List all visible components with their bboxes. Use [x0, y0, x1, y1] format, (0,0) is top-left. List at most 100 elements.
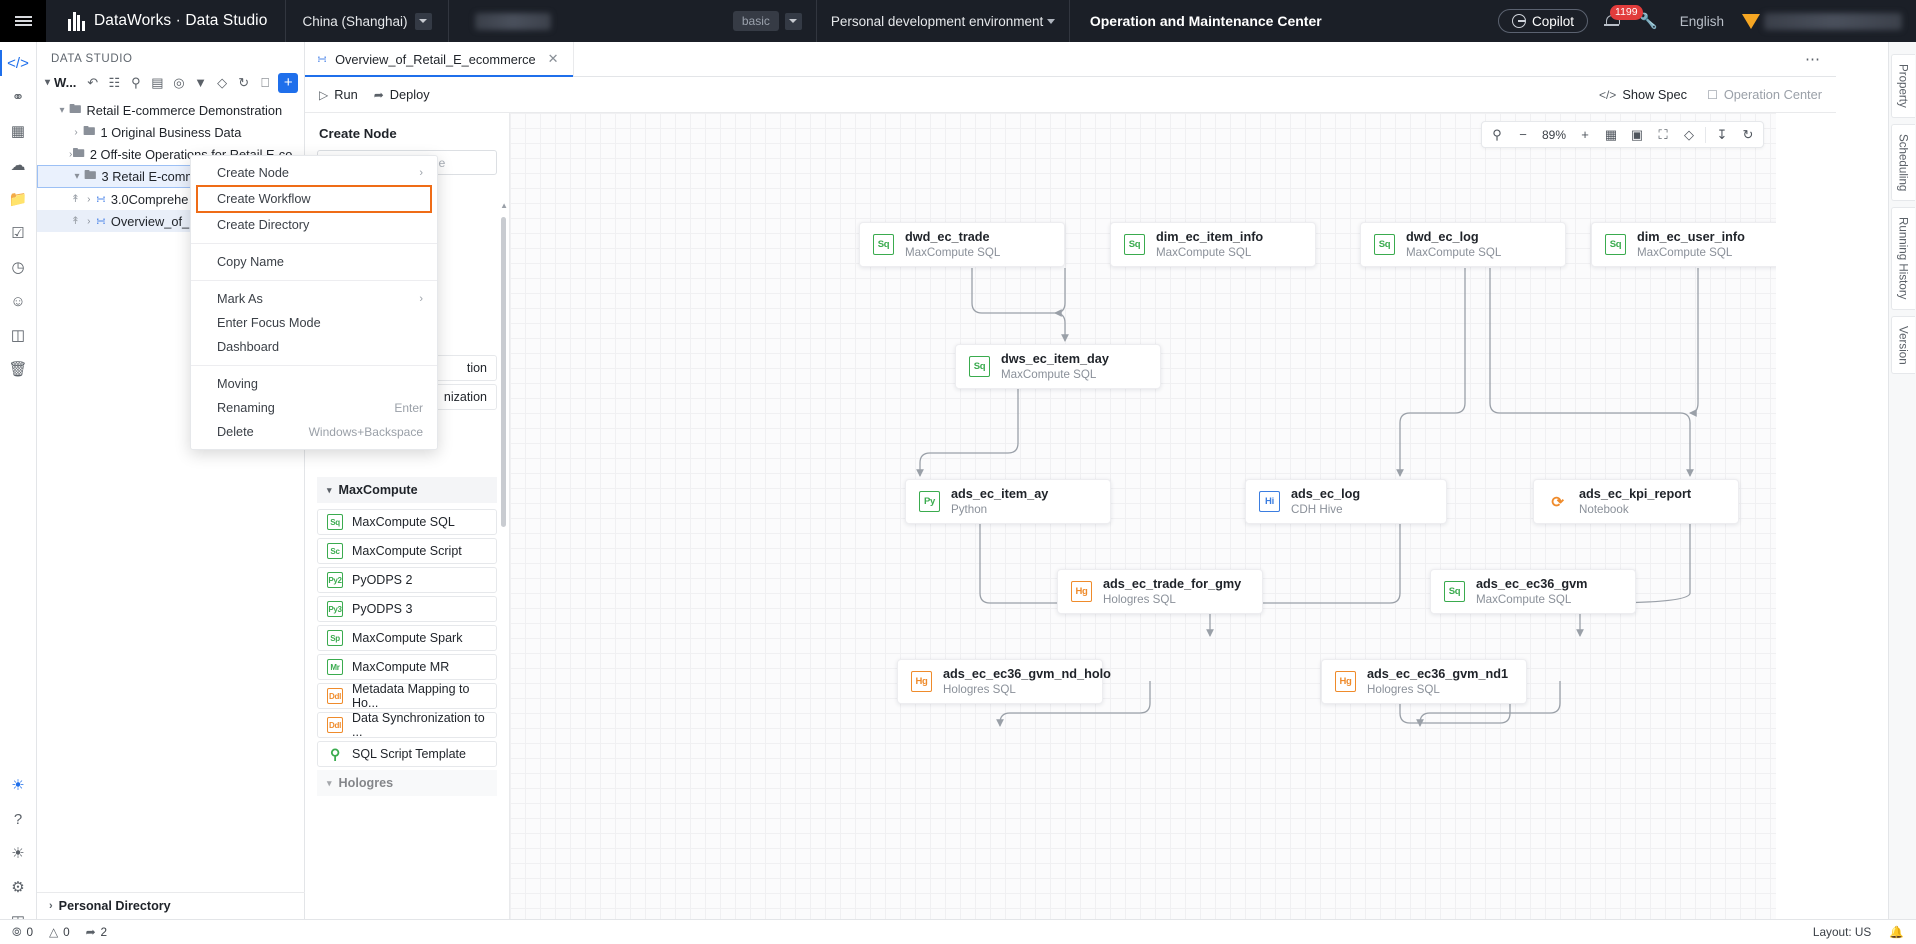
rail-table-icon[interactable]: ▦: [10, 123, 26, 140]
node-group-maxcompute[interactable]: ▾ MaxCompute: [317, 477, 497, 503]
node-type-sql-script-template[interactable]: ⚲ SQL Script Template: [317, 741, 497, 767]
workspace-selector[interactable]: ▾ W...: [45, 75, 77, 90]
tab-overview-retail-ecommerce[interactable]: ∺ Overview_of_Retail_E_ecommerce ✕: [305, 42, 574, 77]
auto-layout-icon[interactable]: ◇: [1684, 126, 1694, 142]
refresh-icon[interactable]: ↻: [1742, 126, 1754, 142]
show-spec-button[interactable]: </> Show Spec: [1599, 87, 1687, 102]
menu-item-copy-name[interactable]: Copy Name: [191, 250, 437, 274]
node-type-maxcompute-script[interactable]: Sc MaxCompute Script: [317, 538, 497, 564]
locate-icon[interactable]: ◎: [173, 74, 185, 90]
actual-size-icon[interactable]: ▦: [1604, 126, 1618, 142]
node-type-data-synchronization[interactable]: Ddl Data Synchronization to ...: [317, 711, 497, 739]
run-button[interactable]: ▷ Run: [319, 87, 358, 102]
tab-version[interactable]: Version: [1890, 315, 1915, 375]
fit-screen-icon[interactable]: ⛶: [1658, 126, 1668, 142]
deploy-count[interactable]: ➦ 2: [86, 925, 107, 939]
menu-item-dashboard[interactable]: Dashboard: [191, 335, 437, 359]
rail-trash-icon[interactable]: 🗑: [8, 361, 28, 378]
menu-item-create-node[interactable]: Create Node ›: [191, 161, 437, 185]
checklist-icon[interactable]: ☷: [108, 74, 121, 90]
environment-selector[interactable]: Personal development environment: [817, 0, 1069, 42]
rail-settings-icon[interactable]: ⚙: [11, 879, 25, 896]
canvas-node-dwd-ec-trade[interactable]: Sq dwd_ec_trade MaxCompute SQL: [859, 222, 1065, 267]
chevron-right-icon[interactable]: ›: [87, 215, 91, 227]
deploy-button[interactable]: ➦ Deploy: [374, 87, 430, 102]
avatar[interactable]: [1742, 13, 1760, 29]
canvas-node-ads-ec-kpi-report[interactable]: ⟳ ads_ec_kpi_report Notebook: [1533, 479, 1739, 524]
canvas-node-ads-ec-item-ay[interactable]: Py ads_ec_item_ay Python: [905, 479, 1111, 524]
tab-scheduling[interactable]: Scheduling: [1890, 123, 1915, 202]
menu-item-mark-as[interactable]: Mark As ›: [191, 287, 437, 311]
chevron-right-icon[interactable]: ›: [74, 126, 78, 138]
menu-item-create-workflow[interactable]: Create Workflow: [196, 185, 432, 213]
warning-count[interactable]: △ 0: [49, 925, 70, 939]
workflow-canvas[interactable]: ⚲ − 89% + ▦ ▣ ⛶ ◇ ↧ ↻: [510, 113, 1776, 944]
personal-directory-section[interactable]: › Personal Directory: [37, 892, 305, 919]
node-type-maxcompute-sql[interactable]: Sq MaxCompute SQL: [317, 509, 497, 535]
refresh-icon[interactable]: ↻: [238, 74, 250, 90]
rail-cloud-icon[interactable]: ☁: [10, 157, 26, 174]
undo-icon[interactable]: ↶: [87, 74, 99, 90]
canvas-node-dwd-ec-log[interactable]: Sq dwd_ec_log MaxCompute SQL: [1360, 222, 1566, 267]
node-group-hologres[interactable]: ▾ Hologres: [317, 770, 497, 796]
collapse-all-icon[interactable]: ⎕: [261, 74, 270, 90]
tag-icon[interactable]: ◇: [217, 74, 228, 90]
operation-center-button[interactable]: ☐ Operation Center: [1707, 87, 1822, 102]
tree-item-original-business-data[interactable]: › 🖿 1 Original Business Data: [37, 121, 304, 143]
bell-icon[interactable]: 🔔: [1889, 925, 1904, 939]
chevron-right-icon[interactable]: ›: [87, 193, 91, 205]
layout-indicator[interactable]: Layout: US: [1812, 925, 1872, 939]
rail-check-icon[interactable]: ☑: [11, 225, 25, 242]
menu-item-delete[interactable]: Delete Windows+Backspace: [191, 420, 437, 444]
menu-item-moving[interactable]: Moving: [191, 372, 437, 396]
menu-icon[interactable]: [0, 0, 46, 42]
rail-folder-icon[interactable]: 📁: [8, 191, 28, 208]
chevron-down-icon[interactable]: ▾: [74, 171, 80, 182]
fit-selection-icon[interactable]: ▣: [1630, 126, 1644, 142]
tab-overflow-icon[interactable]: ⋯: [1805, 51, 1820, 68]
tree-item-comprehensive-workflow[interactable]: ↟ › ∺ 3.0Comprehe: [37, 188, 304, 210]
language-selector[interactable]: English: [1679, 13, 1724, 29]
node-type-metadata-mapping[interactable]: Ddl Metadata Mapping to Ho...: [317, 682, 497, 710]
canvas-node-ads-ec-ec36-gvm-nd-holo[interactable]: Hg ads_ec_ec36_gvm_nd_holo Hologres SQL: [897, 659, 1111, 704]
canvas-node-dim-ec-user-info[interactable]: Sq dim_ec_user_info MaxCompute SQL: [1591, 222, 1776, 267]
node-type-pyodps-3[interactable]: Py3 PyODPS 3: [317, 596, 497, 622]
canvas-node-ads-ec-log[interactable]: Hi ads_ec_log CDH Hive: [1245, 479, 1447, 524]
zoom-in-icon[interactable]: +: [1581, 127, 1589, 142]
node-type-pyodps-2[interactable]: Py2 PyODPS 2: [317, 567, 497, 593]
rail-code-icon[interactable]: </>: [0, 46, 37, 80]
canvas-node-ads-ec-ec36-gvm[interactable]: Sq ads_ec_ec36_gvm MaxCompute SQL: [1430, 569, 1636, 614]
rail-theme-icon[interactable]: ☀: [11, 845, 25, 862]
node-list-scrollbar[interactable]: [501, 217, 506, 527]
menu-item-renaming[interactable]: Renaming Enter: [191, 396, 437, 420]
notifications-button[interactable]: 1199: [1604, 5, 1643, 28]
rail-notes-icon[interactable]: ◫: [10, 327, 26, 344]
rail-globe-icon[interactable]: ☀: [11, 777, 25, 794]
rail-workflow-icon[interactable]: ⚭: [11, 89, 25, 106]
download-icon[interactable]: ↧: [1716, 126, 1728, 142]
canvas-node-ads-ec-ec36-gvm-nd1[interactable]: Hg ads_ec_ec36_gvm_nd1 Hologres SQL: [1321, 659, 1527, 704]
rail-clock-icon[interactable]: ◷: [11, 259, 25, 276]
tab-property[interactable]: Property: [1890, 54, 1915, 118]
menu-item-enter-focus-mode[interactable]: Enter Focus Mode: [191, 311, 437, 335]
scroll-up-icon[interactable]: ▲: [500, 201, 508, 210]
menu-item-create-directory[interactable]: Create Directory: [191, 213, 437, 237]
chevron-right-icon[interactable]: ›: [69, 148, 73, 160]
basic-chevron-down-icon[interactable]: [784, 12, 802, 30]
region-selector[interactable]: China (Shanghai): [286, 0, 447, 42]
canvas-node-ads-ec-trade-for-gmy[interactable]: Hg ads_ec_trade_for_gmy Hologres SQL: [1057, 569, 1263, 614]
add-icon[interactable]: +: [278, 72, 299, 93]
node-type-maxcompute-mr[interactable]: Mr MaxCompute MR: [317, 654, 497, 680]
node-type-maxcompute-spark[interactable]: Sp MaxCompute Spark: [317, 625, 497, 651]
wrench-icon[interactable]: 🔧: [1639, 13, 1658, 30]
rail-help-icon[interactable]: ?: [13, 810, 23, 828]
close-icon[interactable]: ✕: [547, 51, 559, 66]
rail-user-icon[interactable]: ☺: [10, 292, 26, 310]
tree-item-retail-demo[interactable]: ▾ 🖿 Retail E-commerce Demonstration: [37, 99, 304, 121]
error-count[interactable]: ⦾ 0: [12, 925, 33, 940]
search-icon[interactable]: ⚲: [131, 74, 141, 90]
search-icon[interactable]: ⚲: [1492, 126, 1502, 142]
chevron-right-icon[interactable]: ›: [49, 900, 53, 912]
copilot-button[interactable]: Copilot: [1498, 9, 1589, 33]
canvas-node-dim-ec-item-info[interactable]: Sq dim_ec_item_info MaxCompute SQL: [1110, 222, 1316, 267]
